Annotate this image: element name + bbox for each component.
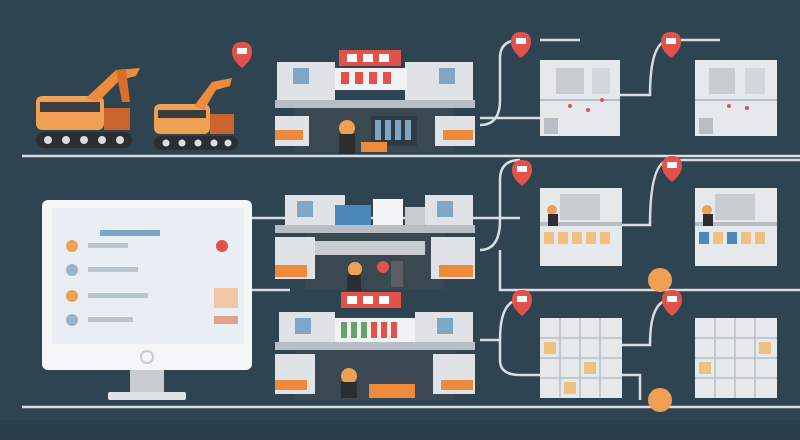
warehouse-middle	[275, 195, 475, 291]
shelf-unit-mid-right	[695, 188, 777, 266]
network-node	[648, 268, 672, 412]
floor-strip	[0, 420, 800, 440]
factory-bottom	[275, 292, 475, 400]
shelf-unit-mid-left	[540, 188, 622, 266]
shelf-unit-top-right	[695, 60, 777, 136]
computer-monitor-icon	[42, 200, 252, 400]
shelf-unit-top-left	[540, 60, 620, 136]
location-pin-icon	[232, 32, 682, 316]
excavator-icon	[36, 68, 140, 148]
factory-top	[275, 50, 475, 154]
excavator-icon	[154, 78, 238, 150]
shelf-unit-bottom-left	[540, 318, 622, 398]
shelf-unit-bottom-right	[695, 318, 777, 398]
